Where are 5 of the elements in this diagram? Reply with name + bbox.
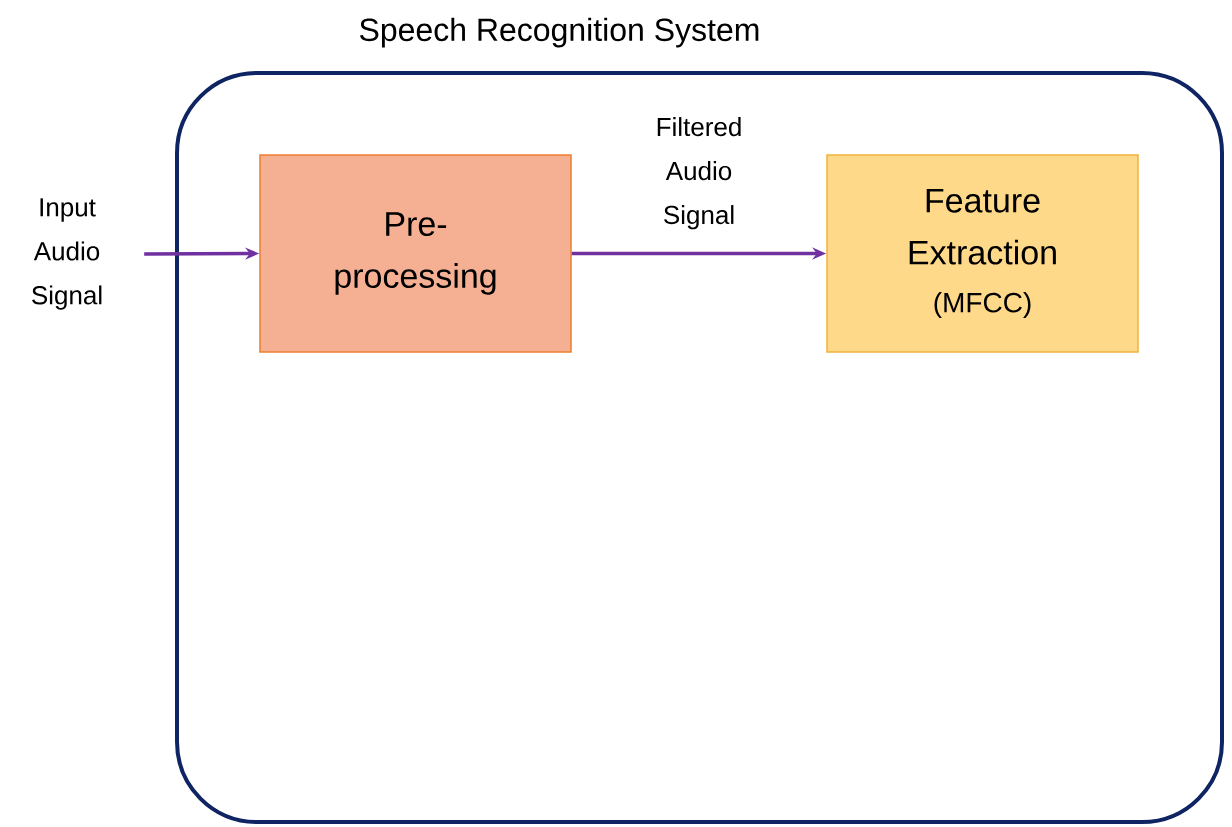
process-box: Feature Extraction (MFCC) bbox=[826, 154, 1139, 353]
edge-label: Filtered Audio Signal bbox=[642, 115, 756, 232]
process-box: Pre- processing bbox=[259, 154, 572, 353]
input-label: Input Audio Signal bbox=[32, 198, 102, 310]
group-label: Speech Recognition System bbox=[359, 17, 759, 48]
